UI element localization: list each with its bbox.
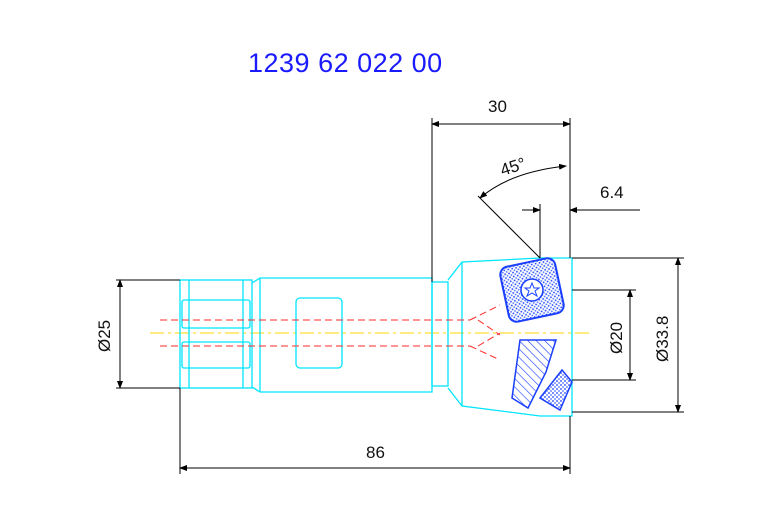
dim-d20 — [572, 289, 636, 381]
cutting-insert — [499, 257, 565, 323]
dim-d25 — [116, 279, 180, 389]
dim-d20-label: Ø20 — [607, 322, 626, 354]
lower-insert — [538, 368, 573, 412]
dim-d25-label: Ø25 — [95, 320, 114, 352]
dim-6-4 — [522, 204, 640, 258]
dim-6-4-label: 6.4 — [600, 183, 624, 202]
dim-angle — [477, 163, 567, 259]
dim-86-label: 86 — [366, 443, 385, 462]
shank-body — [179, 257, 573, 417]
dim-30-label: 30 — [488, 97, 507, 116]
dim-30 — [431, 118, 571, 282]
dim-angle-label: 45° — [498, 154, 528, 180]
hatched-section — [511, 339, 558, 410]
dim-d33-8-label: Ø33.8 — [653, 316, 672, 362]
dim-d33-8 — [572, 257, 684, 413]
hidden-bore — [160, 304, 501, 361]
dim-86 — [179, 388, 571, 474]
part-number-title: 1239 62 022 00 — [248, 48, 443, 78]
